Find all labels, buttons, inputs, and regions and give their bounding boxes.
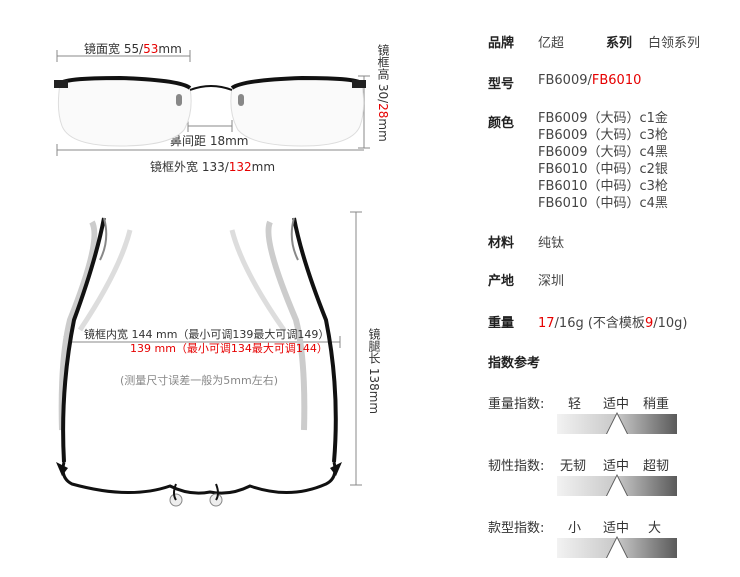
color-item: FB6009（大码）c1金 xyxy=(538,111,668,126)
origin-value: 深圳 xyxy=(538,274,565,289)
index-label: 重量指数: xyxy=(488,397,545,412)
index-marker xyxy=(607,414,627,434)
index-option: 适中 xyxy=(603,521,630,536)
index-marker xyxy=(607,476,627,496)
index-title: 指数参考 xyxy=(488,356,541,371)
index-label: 韧性指数: xyxy=(488,459,545,474)
index-option: 稍重 xyxy=(643,397,670,412)
color-item: FB6009（大码）c4黑 xyxy=(538,145,668,160)
inner-width-label: 镜框内宽 144 mm（最小可调139最大可调149） xyxy=(84,328,330,341)
temple-length-label: 镜腿长 138mm xyxy=(367,328,381,415)
weight-label: 重量 xyxy=(488,316,515,331)
measurement-note: (测量尺寸误差一般为5mm左右) xyxy=(120,374,279,387)
bridge-label: 鼻间距 18mm xyxy=(170,134,249,148)
index-option: 轻 xyxy=(568,397,582,412)
index-option: 超韧 xyxy=(643,459,670,474)
color-label: 颜色 xyxy=(488,116,515,131)
color-item: FB6010（中码）c3枪 xyxy=(538,179,668,194)
model-label: 型号 xyxy=(488,77,515,92)
material-value: 纯钛 xyxy=(538,236,565,251)
index-option: 小 xyxy=(568,521,582,536)
series-value: 白领系列 xyxy=(648,36,701,51)
color-item: FB6010（中码）c4黑 xyxy=(538,196,668,211)
origin-label: 产地 xyxy=(488,274,515,289)
lens-height-label: 镜框高 30/28mm xyxy=(376,44,390,142)
frame-width-label: 镜框外宽 133/132mm xyxy=(150,160,276,174)
model-value: FB6009/FB6010 xyxy=(538,73,642,88)
index-marker xyxy=(607,538,627,558)
color-item: FB6010（中码）c2银 xyxy=(538,162,668,177)
index-label: 款型指数: xyxy=(488,521,545,536)
color-item: FB6009（大码）c3枪 xyxy=(538,128,668,143)
material-label: 材料 xyxy=(488,236,515,251)
inner-width-label-small: 139 mm（最小可调134最大可调144） xyxy=(130,342,328,355)
series-label: 系列 xyxy=(606,36,633,51)
index-option: 无韧 xyxy=(560,459,587,474)
brand-value: 亿超 xyxy=(538,36,565,51)
index-option: 适中 xyxy=(603,397,630,412)
index-option: 大 xyxy=(648,521,662,536)
top-glasses-drawing xyxy=(56,211,362,507)
front-glasses-drawing xyxy=(54,50,370,156)
weight-value: 17/16g (不含模板9/10g) xyxy=(538,316,688,331)
brand-label: 品牌 xyxy=(488,36,515,51)
index-option: 适中 xyxy=(603,459,630,474)
lens-width-label: 镜面宽 55/53mm xyxy=(84,42,182,56)
color-list: FB6009（大码）c1金 FB6009（大码）c3枪 FB6009（大码）c4… xyxy=(538,110,668,212)
